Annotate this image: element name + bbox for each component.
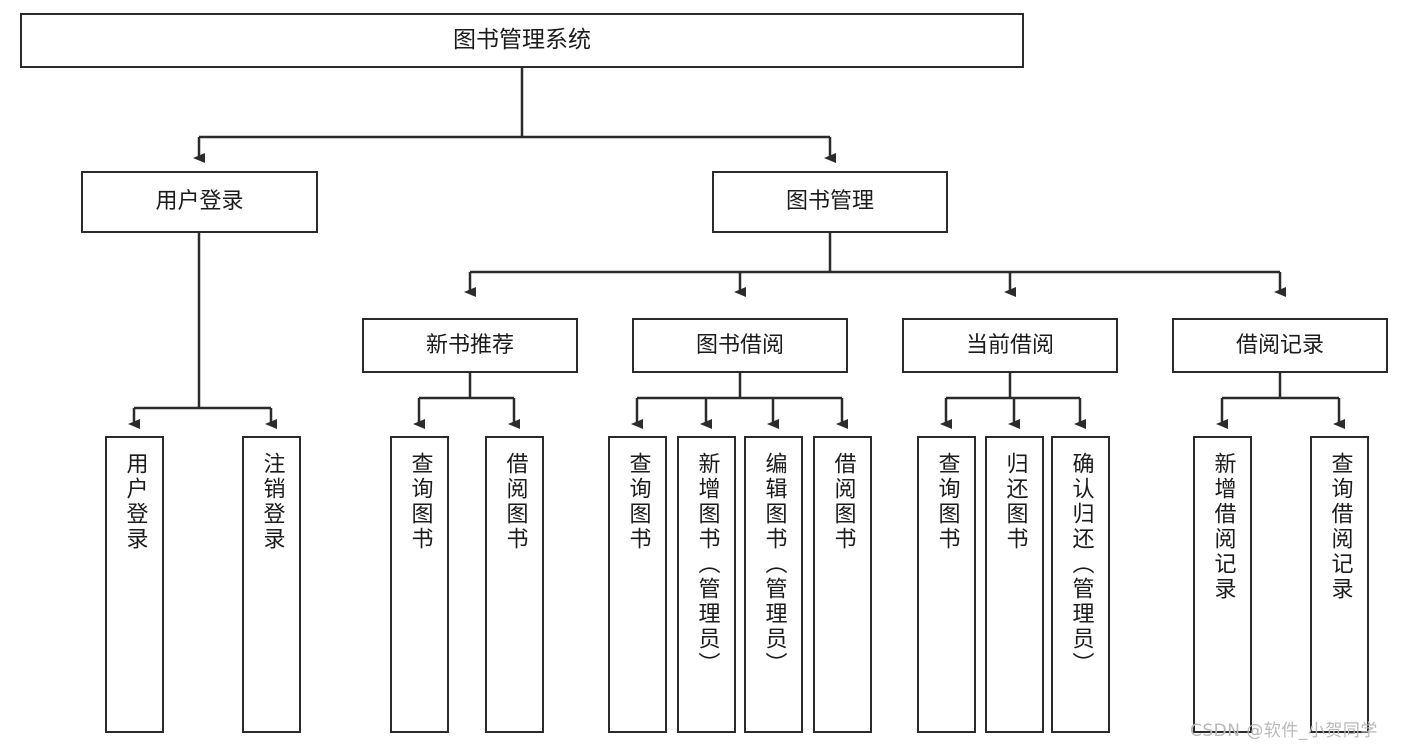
node-label: 归还图书 bbox=[1002, 452, 1028, 552]
node-label: 查询图书 bbox=[934, 452, 960, 552]
leaf-current-borrow-return-book[interactable]: 归还图书 bbox=[985, 436, 1044, 733]
node-label: 借阅图书 bbox=[502, 452, 528, 552]
node-label: 查询借阅记录 bbox=[1327, 452, 1353, 602]
leaf-book-borrow-borrow-book[interactable]: 借阅图书 bbox=[813, 436, 872, 733]
node-label: 用户登录 bbox=[122, 452, 148, 552]
node-label: 编辑图书（管理员） bbox=[761, 452, 787, 677]
node-label: 查询图书 bbox=[407, 452, 433, 552]
node-label: 图书管理系统 bbox=[453, 27, 591, 54]
node-book-management[interactable]: 图书管理 bbox=[712, 171, 948, 233]
leaf-current-borrow-confirm-return-admin[interactable]: 确认归还（管理员） bbox=[1051, 436, 1110, 733]
leaf-current-borrow-query-book[interactable]: 查询图书 bbox=[917, 436, 976, 733]
leaf-new-book-query-book[interactable]: 查询图书 bbox=[390, 436, 449, 733]
node-current-borrow[interactable]: 当前借阅 bbox=[902, 318, 1118, 373]
node-label: 用户登录 bbox=[155, 189, 244, 215]
node-label: 借阅记录 bbox=[1235, 332, 1324, 358]
node-book-borrow[interactable]: 图书借阅 bbox=[632, 318, 848, 373]
node-label: 新增借阅记录 bbox=[1210, 452, 1236, 602]
watermark-text: CSDN @软件_小贺同学 bbox=[1190, 721, 1378, 741]
leaf-borrow-record-add-record[interactable]: 新增借阅记录 bbox=[1193, 436, 1252, 733]
node-label: 图书借阅 bbox=[695, 332, 784, 358]
leaf-user-login-login[interactable]: 用户登录 bbox=[105, 436, 164, 733]
leaf-book-borrow-query-book[interactable]: 查询图书 bbox=[608, 436, 667, 733]
node-new-book-recommend[interactable]: 新书推荐 bbox=[362, 318, 578, 373]
leaf-borrow-record-query-record[interactable]: 查询借阅记录 bbox=[1310, 436, 1369, 733]
node-label: 查询图书 bbox=[625, 452, 651, 552]
node-borrow-record[interactable]: 借阅记录 bbox=[1172, 318, 1388, 373]
leaf-user-login-logout[interactable]: 注销登录 bbox=[242, 436, 301, 733]
node-user-login[interactable]: 用户登录 bbox=[81, 171, 318, 233]
node-label: 新书推荐 bbox=[425, 332, 514, 358]
leaf-book-borrow-edit-book-admin[interactable]: 编辑图书（管理员） bbox=[744, 436, 803, 733]
node-root-book-management-system[interactable]: 图书管理系统 bbox=[20, 13, 1024, 68]
node-label: 确认归还（管理员） bbox=[1068, 452, 1094, 677]
node-label: 借阅图书 bbox=[830, 452, 856, 552]
leaf-new-book-borrow-book[interactable]: 借阅图书 bbox=[485, 436, 544, 733]
node-label: 注销登录 bbox=[259, 452, 285, 552]
node-label: 当前借阅 bbox=[965, 332, 1054, 358]
node-label: 新增图书（管理员） bbox=[694, 452, 720, 677]
leaf-book-borrow-add-book-admin[interactable]: 新增图书（管理员） bbox=[677, 436, 736, 733]
node-label: 图书管理 bbox=[785, 189, 874, 215]
